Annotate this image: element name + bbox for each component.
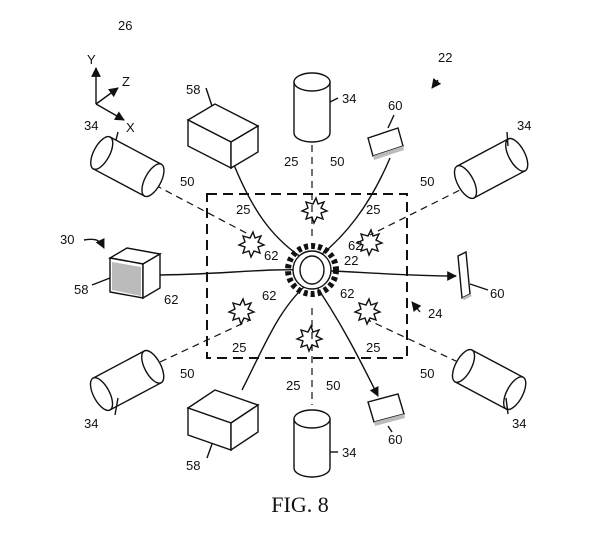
cylinder-upper-left: [90, 135, 165, 198]
ref-58-lower-left: 58: [186, 458, 200, 473]
detector-plates: [367, 127, 472, 426]
ref-25-bottom: 25: [286, 378, 300, 393]
axis-x-label: X: [126, 120, 135, 135]
flash-icon: [355, 228, 384, 257]
ref-58-left: 58: [74, 282, 88, 297]
ref-34-lower-left: 34: [84, 416, 98, 431]
inspection-region: [206, 193, 408, 359]
ref-50-lower-right: 50: [420, 366, 434, 381]
ref-25-upper-left: 25: [236, 202, 250, 217]
gear-part: [285, 243, 339, 297]
plate-top-right: [367, 127, 404, 160]
ref-62-lower-left: 62: [262, 288, 276, 303]
ref-62-upper-right: 62: [348, 238, 362, 253]
beam-lower-right: [367, 319, 459, 363]
plate-right: [457, 250, 472, 300]
flash-icon: [227, 297, 256, 326]
flash-icon: [300, 196, 329, 225]
beams: [154, 145, 471, 405]
ref-34-upper-right: 34: [517, 118, 531, 133]
cylinder-top: [293, 72, 331, 143]
ref-62-upper-left: 62: [264, 248, 278, 263]
box-upper-left: [186, 103, 260, 170]
ref-60-bottom: 60: [388, 432, 402, 447]
figure-caption: FIG. 8: [271, 492, 328, 517]
ref-34-top: 34: [342, 91, 356, 106]
ref-22-system: 22: [438, 50, 452, 65]
ref-24: 24: [428, 306, 442, 321]
ref-50-upper-right: 50: [420, 174, 434, 189]
sensor-cylinders: [89, 72, 529, 478]
flash-icon: [237, 230, 266, 259]
beam-lower-left: [159, 319, 251, 363]
leader-lines: [83, 78, 509, 459]
ref-34-lower-right: 34: [512, 416, 526, 431]
ref-58-upper-left: 58: [186, 82, 200, 97]
reference-numerals: 26 22 58 34 60 34 34 25 50 50 50 25 25 3…: [60, 18, 531, 473]
box-lower-left: [186, 389, 260, 452]
ref-30: 30: [60, 232, 74, 247]
ref-50-top: 50: [330, 154, 344, 169]
ref-62-left: 62: [164, 292, 178, 307]
ref-25-lower-left: 25: [232, 340, 246, 355]
ref-50-lower-left: 50: [180, 366, 194, 381]
ref-25-lower-right: 25: [366, 340, 380, 355]
ref-50-upper-left: 50: [180, 174, 194, 189]
ref-50-bottom: 50: [326, 378, 340, 393]
coordinate-axes: Y Z X: [87, 52, 135, 135]
cylinder-bottom: [293, 409, 331, 478]
beam-upper-right: [369, 184, 471, 236]
flash-icon: [353, 297, 382, 326]
ref-34-upper-left: 34: [84, 118, 98, 133]
cylinder-lower-right: [451, 348, 527, 411]
ref-22-part: 22: [344, 253, 358, 268]
flash-icon: [295, 324, 324, 353]
cylinder-upper-right: [453, 137, 529, 200]
emitter-boxes: [108, 103, 260, 452]
beam-upper-left: [154, 184, 251, 236]
axis-y-label: Y: [87, 52, 96, 67]
box-left: [108, 247, 162, 300]
ref-25-upper-right: 25: [366, 202, 380, 217]
ref-62-lower-right: 62: [340, 286, 354, 301]
ref-34-bottom: 34: [342, 445, 356, 460]
axis-z-label: Z: [122, 74, 130, 89]
ref-60-top-right: 60: [388, 98, 402, 113]
ref-26: 26: [118, 18, 132, 33]
ref-25-top: 25: [284, 154, 298, 169]
flash-markers: [227, 196, 384, 353]
ref-60-right: 60: [490, 286, 504, 301]
plate-bottom: [367, 393, 405, 426]
cylinder-lower-left: [89, 349, 165, 412]
